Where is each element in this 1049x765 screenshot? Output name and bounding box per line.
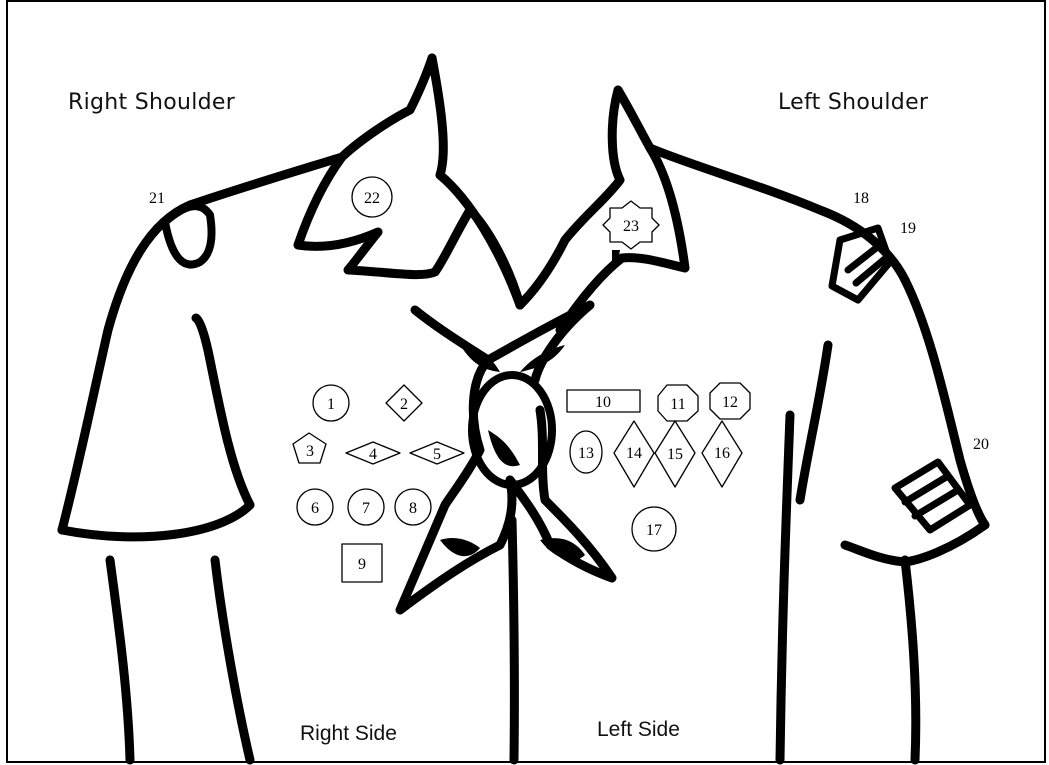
position-16: 16 — [714, 445, 730, 462]
position-3: 3 — [306, 443, 314, 460]
position-22: 22 — [364, 190, 380, 207]
position-19: 19 — [900, 220, 916, 237]
position-14: 14 — [626, 445, 642, 462]
position-15: 15 — [667, 446, 683, 463]
position-10: 10 — [595, 394, 611, 411]
position-1: 1 — [327, 396, 335, 413]
epaulette-left — [832, 228, 890, 300]
position-7: 7 — [362, 500, 370, 517]
left-side-label: Left Side — [597, 718, 680, 742]
right-side-label: Right Side — [300, 722, 397, 746]
right-shoulder-label: Right Shoulder — [68, 90, 235, 115]
left-shoulder-label: Left Shoulder — [778, 90, 928, 115]
position-6: 6 — [311, 500, 319, 517]
position-20: 20 — [973, 436, 989, 453]
position-21: 21 — [149, 190, 165, 207]
position-17: 17 — [646, 522, 662, 539]
position-9: 9 — [358, 556, 366, 573]
position-2: 2 — [400, 396, 408, 413]
position-8: 8 — [409, 500, 417, 517]
collar — [298, 58, 685, 330]
position-5: 5 — [433, 446, 441, 463]
position-23: 23 — [623, 218, 639, 235]
epaulette-right — [165, 206, 212, 264]
sleeve-stripes — [895, 462, 970, 530]
position-4: 4 — [369, 446, 377, 463]
marker-numbers: 1 2 3 4 5 6 7 8 9 10 11 12 13 14 15 16 1… — [149, 190, 989, 573]
position-18: 18 — [853, 190, 869, 207]
position-13: 13 — [578, 445, 594, 462]
position-11: 11 — [670, 396, 685, 413]
position-12: 12 — [722, 394, 738, 411]
